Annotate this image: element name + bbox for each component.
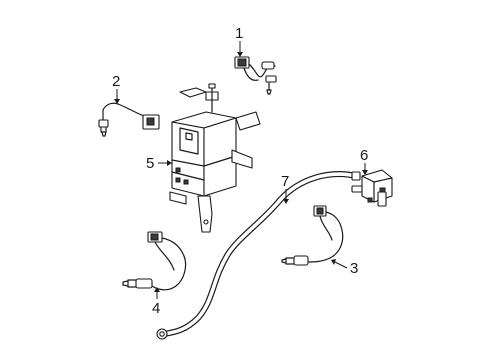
callout-6-group: 6 bbox=[360, 147, 368, 175]
oxygen-sensor-2[interactable] bbox=[98, 102, 160, 137]
callout-1: 1 bbox=[235, 25, 243, 42]
callout-4-group: 4 bbox=[152, 287, 160, 317]
vent-hose[interactable] bbox=[156, 171, 361, 340]
callout-2: 2 bbox=[112, 73, 120, 90]
oxygen-sensor-1[interactable] bbox=[234, 56, 277, 95]
callout-1-group: 1 bbox=[235, 25, 243, 57]
purge-valve[interactable] bbox=[351, 169, 393, 207]
callout-5: 5 bbox=[146, 155, 154, 172]
callout-2-group: 2 bbox=[112, 73, 120, 104]
oxygen-sensor-3[interactable] bbox=[281, 205, 344, 266]
callout-3: 3 bbox=[350, 260, 358, 277]
callout-5-group: 5 bbox=[146, 155, 172, 172]
callout-4: 4 bbox=[152, 300, 160, 317]
callout-7: 7 bbox=[281, 173, 289, 190]
callout-3-group: 3 bbox=[331, 259, 358, 277]
vapor-canister[interactable] bbox=[169, 83, 261, 233]
callout-7-group: 7 bbox=[281, 173, 289, 204]
callout-6: 6 bbox=[360, 147, 368, 164]
oxygen-sensor-4[interactable] bbox=[122, 231, 187, 291]
